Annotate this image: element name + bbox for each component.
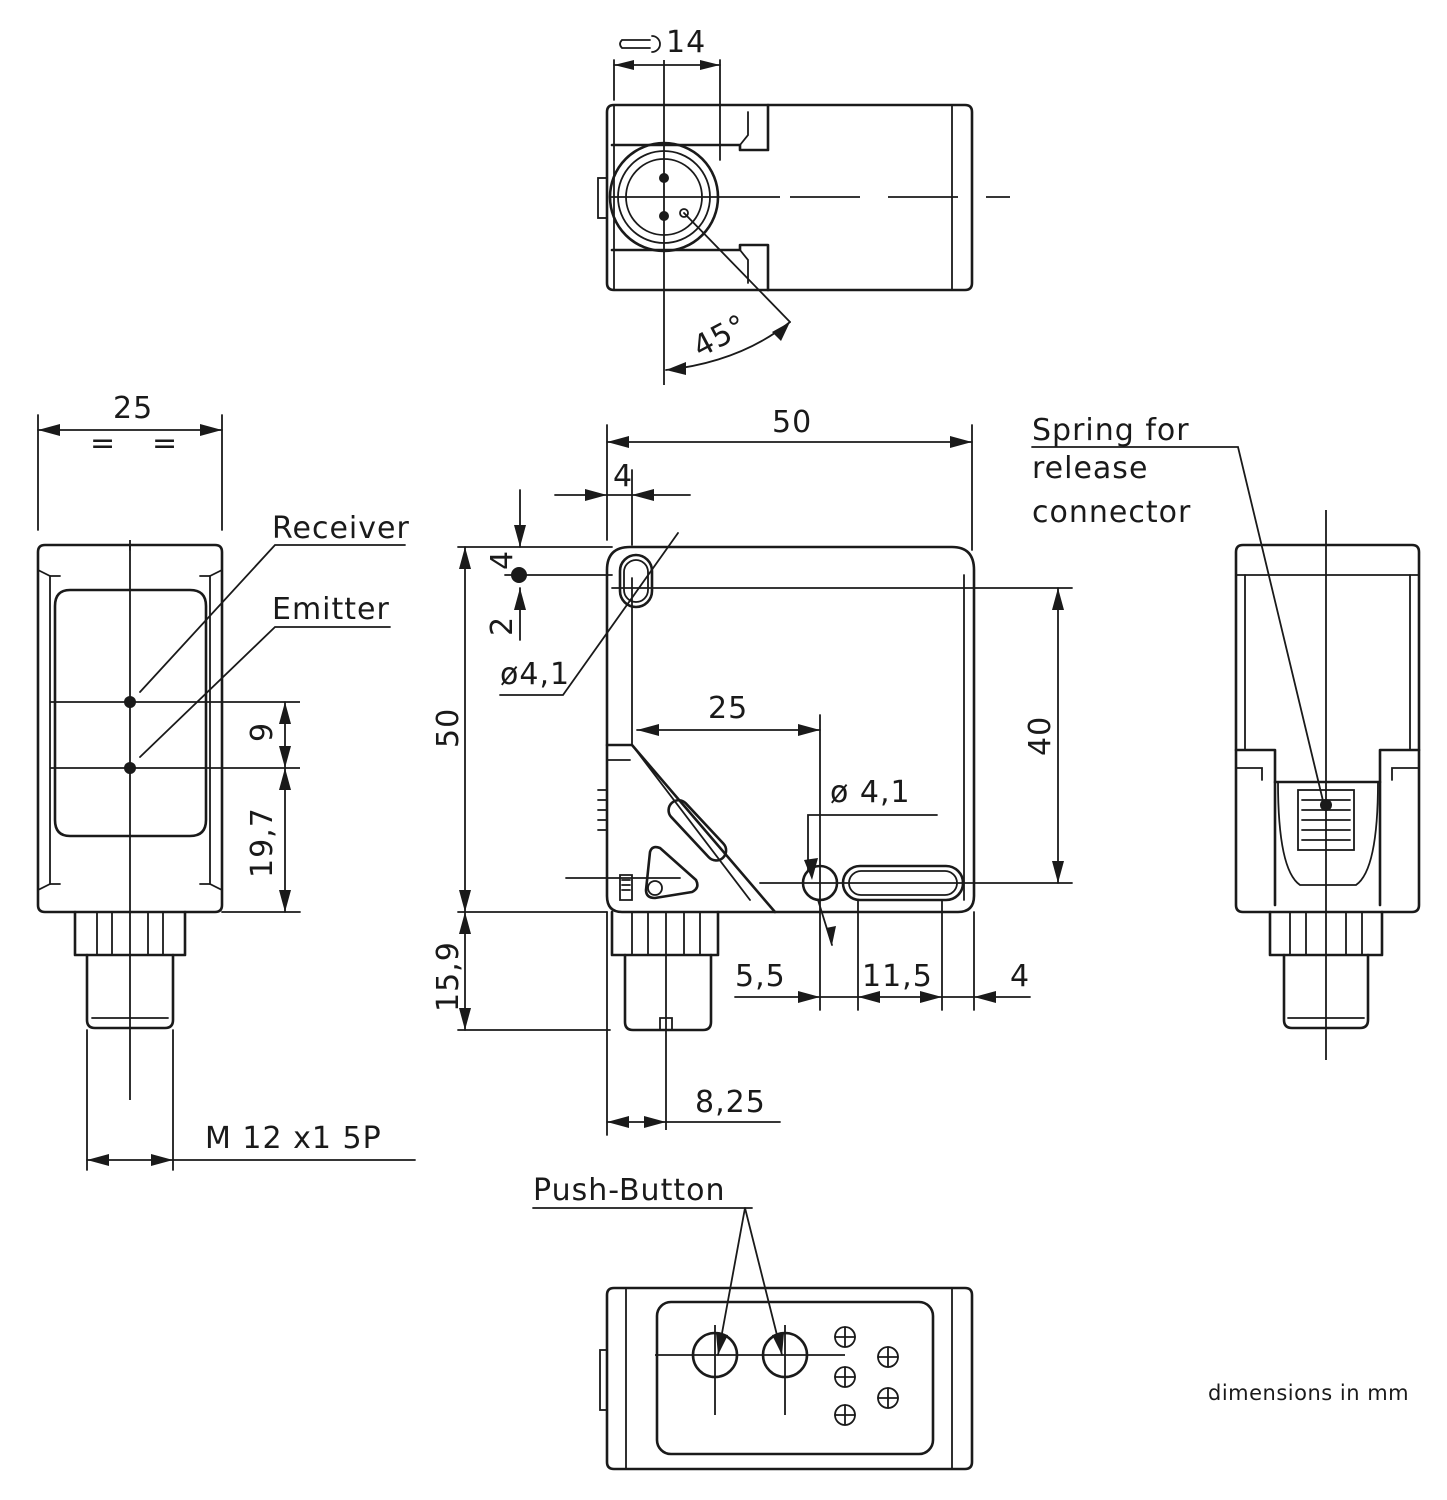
dim-hole-vertical-spacing: 40 — [1023, 716, 1058, 756]
dim-front-height: 50 — [431, 708, 466, 748]
dim-front-width: 50 — [772, 405, 812, 440]
label-emitter: Emitter — [272, 592, 390, 627]
dim-wrench: 14 — [666, 25, 706, 60]
dim-connector-length: 15,9 — [431, 941, 466, 1012]
led-indicator-2 — [834, 1366, 856, 1388]
front-view: 50 4 ø4,1 4 2 50 — [431, 405, 1073, 1136]
equal-mark-right: = — [152, 426, 178, 461]
equal-mark-left: = — [90, 426, 116, 461]
side-view-left: 25 = = Receiver Emitter M 12 x1 5P 9 — [36, 391, 416, 1171]
dim-slot-length: 11,5 — [862, 959, 933, 994]
led-indicator-1 — [834, 1326, 856, 1348]
led-indicator-3 — [834, 1404, 856, 1426]
dim-hole-spacing: 25 — [708, 691, 748, 726]
led-indicator-4 — [877, 1346, 899, 1368]
dim-connector-offset: 8,25 — [695, 1085, 766, 1120]
dim-side-width: 25 — [113, 391, 153, 426]
wrench-icon — [619, 35, 661, 53]
dim-angle: 45° — [687, 308, 753, 365]
dim-hole-offset-y-top: 4 — [485, 550, 520, 570]
dim-emitter-to-base: 19,7 — [245, 807, 280, 878]
label-spring-line3: connector — [1032, 495, 1191, 530]
dim-hole-offset-x: 4 — [613, 459, 633, 494]
label-receiver: Receiver — [272, 511, 410, 546]
dim-bottom-hole-dia: ø 4,1 — [830, 775, 911, 810]
dim-slot-to-edge: 4 — [1010, 959, 1030, 994]
label-push-button: Push-Button — [533, 1173, 725, 1208]
units-note: dimensions in mm — [1208, 1381, 1409, 1405]
label-spring-line1: Spring for — [1032, 413, 1190, 448]
dim-receiver-emitter-gap: 9 — [245, 722, 280, 742]
label-thread: M 12 x1 5P — [205, 1121, 382, 1156]
dim-hole-offset-y-bottom: 2 — [485, 616, 520, 636]
top-view: 14 45° — [597, 25, 1010, 385]
dim-top-hole-dia: ø4,1 — [500, 657, 570, 692]
side-view-right: Spring for release connector — [1031, 413, 1421, 1060]
dim-hole-from-slot: 5,5 — [735, 959, 786, 994]
led-indicator-5 — [877, 1387, 899, 1409]
bottom-view: Push-Button — [532, 1173, 974, 1471]
label-spring-line2: release — [1032, 451, 1148, 486]
